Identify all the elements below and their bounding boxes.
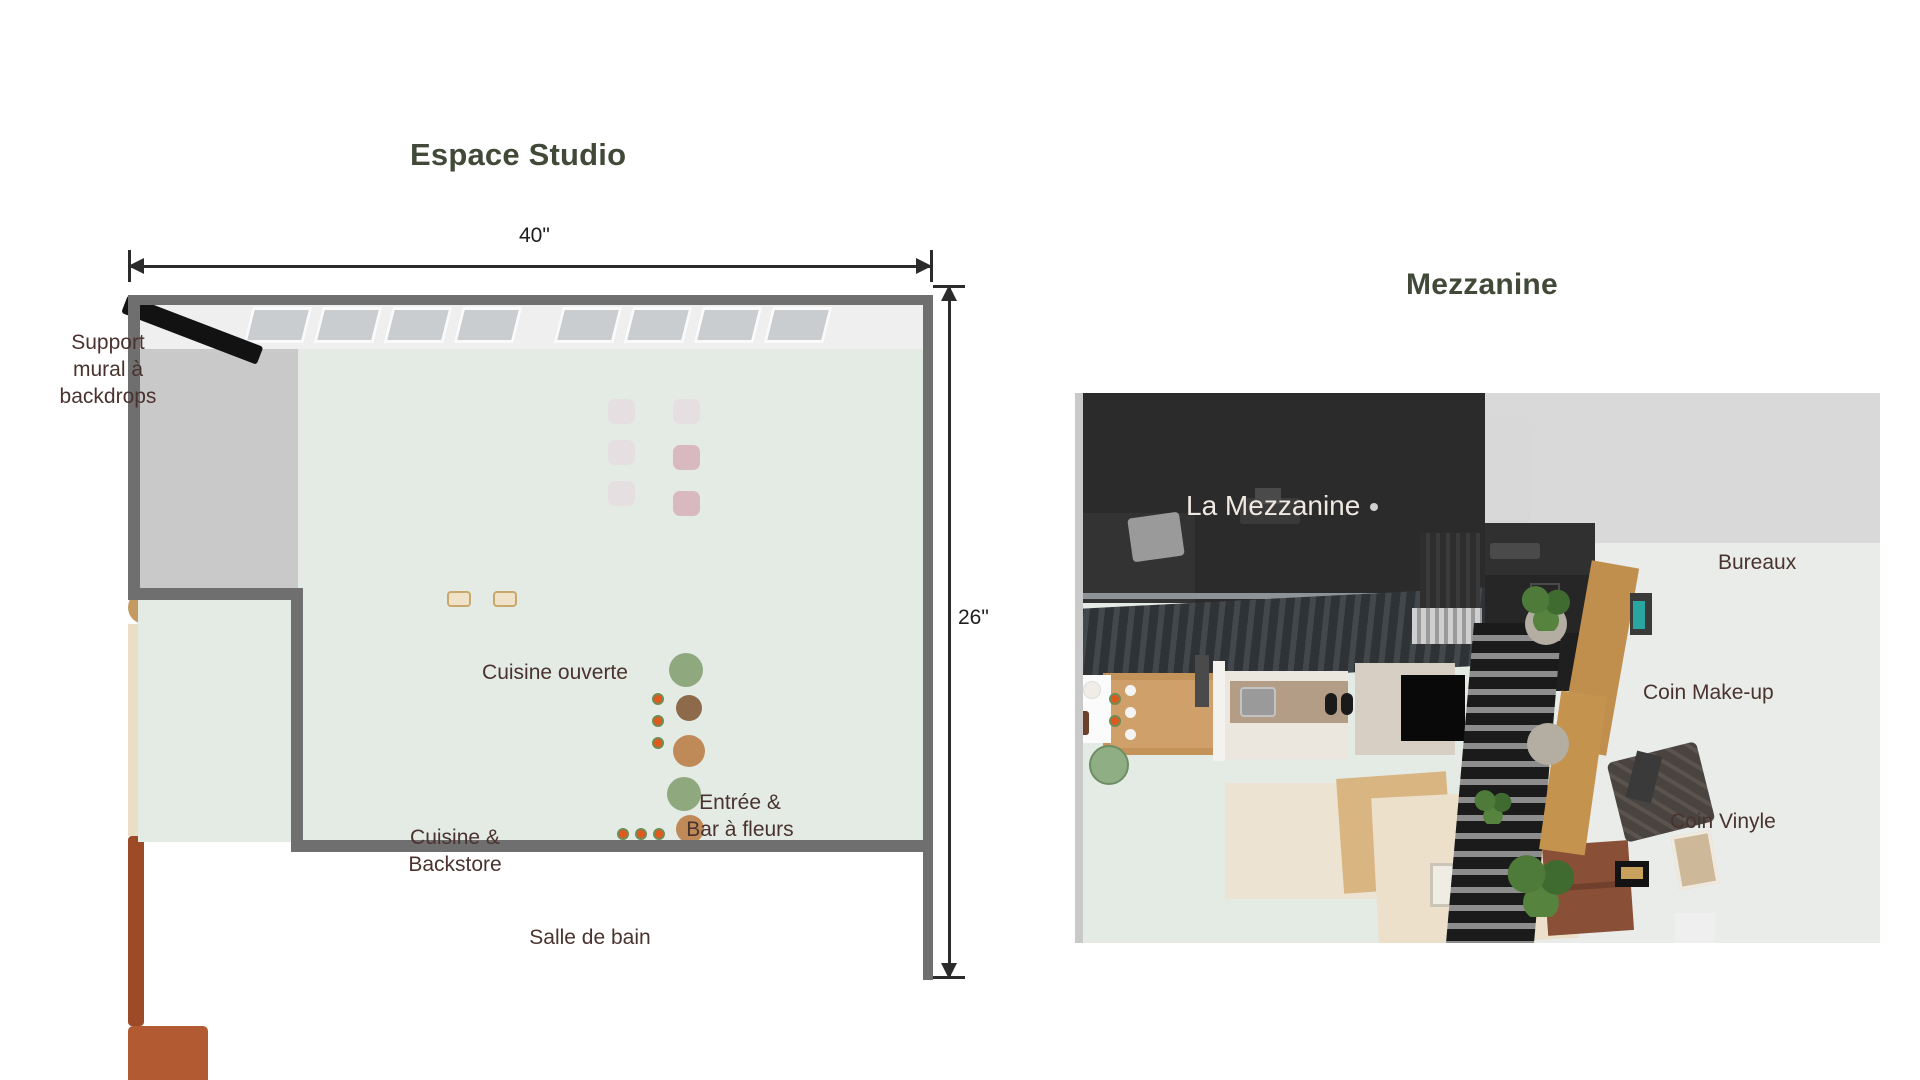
staircase-railing — [1412, 608, 1482, 644]
skylight — [383, 307, 453, 343]
flower-icon — [652, 693, 664, 705]
bottle-icon — [1078, 711, 1089, 735]
studio-floor-plan — [121, 295, 933, 1080]
flower-icon — [652, 737, 664, 749]
studio-left-grey-floor — [138, 305, 298, 593]
makeup-chair — [1527, 723, 1569, 765]
dining-chair — [608, 440, 635, 465]
label-salle-de-bain: Salle de bain — [529, 926, 651, 949]
sectional-sofa — [128, 1026, 208, 1080]
width-arrow-right-icon — [916, 258, 932, 274]
studio-title: Espace Studio — [410, 137, 627, 172]
sofa-backrest — [128, 836, 144, 1026]
mezzanine-lounge-chair — [1127, 511, 1185, 563]
height-arrow-top-icon — [941, 285, 957, 301]
skylight — [623, 307, 693, 343]
plant-pot — [667, 777, 701, 811]
studio-wall-top — [128, 295, 933, 305]
height-dimension-line — [948, 285, 951, 979]
giggster-watermark: giggster — [1725, 1005, 1892, 1054]
kitchen-sink — [1240, 687, 1276, 717]
mezzanine-railing-edge — [1075, 593, 1495, 599]
plant-pot — [676, 815, 704, 843]
decor-ball — [1125, 685, 1136, 696]
flower-icon — [635, 828, 647, 840]
width-dimension-line — [128, 265, 933, 268]
mezzanine-title: Mezzanine — [1406, 268, 1558, 301]
label-coin-make-up: Coin Make-up — [1643, 681, 1774, 704]
plant-pot — [673, 735, 705, 767]
flower-icon — [617, 828, 629, 840]
dining-chair — [673, 399, 700, 424]
black-fixture — [1325, 693, 1337, 715]
keyboard — [1490, 543, 1540, 559]
mezzanine-kitchen-dark-panel — [1195, 655, 1209, 707]
record-player-detail — [1621, 867, 1643, 879]
dining-chair — [608, 399, 635, 424]
plant-pot — [676, 695, 702, 721]
black-fixture — [1341, 693, 1353, 715]
width-arrow-left-icon — [128, 258, 144, 274]
mezzanine-kitchen-wall — [1213, 661, 1225, 761]
label-entree-bar-a-fleurs: Entrée & Bar à fleurs — [686, 791, 794, 841]
mezzanine-floor-plan — [1075, 393, 1880, 943]
dining-chair — [608, 481, 635, 506]
flower-icon — [653, 828, 665, 840]
studio-wall-right — [923, 295, 933, 980]
flower-icon — [652, 715, 664, 727]
flower-icon — [1109, 715, 1121, 727]
vinyl-side-table — [1675, 913, 1715, 943]
mezzanine-desk-accessory — [1255, 488, 1281, 504]
skylight — [313, 307, 383, 343]
studio-wall-bottom — [291, 840, 933, 852]
height-tick-top — [933, 285, 965, 288]
flower-icon — [1109, 693, 1121, 705]
skylight — [763, 307, 833, 343]
label-bureaux: Bureaux — [1718, 551, 1797, 574]
mezzanine-slatted-cabinet — [1420, 533, 1480, 613]
plate-icon — [1083, 681, 1101, 699]
height-arrow-bottom-icon — [941, 963, 957, 979]
dining-chair — [673, 445, 700, 470]
width-tick-left — [128, 250, 131, 282]
height-tick-bottom — [933, 976, 965, 979]
plant-icon — [1520, 583, 1572, 631]
skylight — [243, 307, 313, 343]
label-support-mural-backdrops: Support mural à backdrops — [59, 331, 157, 408]
mezzanine-left-edge — [1075, 393, 1083, 943]
skylight — [693, 307, 763, 343]
decor-ball — [1125, 729, 1136, 740]
dining-chair — [673, 491, 700, 516]
studio-wall-mid-horizontal — [128, 588, 303, 600]
plant-icon — [1505, 851, 1577, 917]
decor-ball — [1125, 707, 1136, 718]
skylight — [453, 307, 523, 343]
mezzanine-light-spot — [1370, 503, 1378, 511]
width-tick-right — [930, 250, 933, 282]
bar-stool — [493, 591, 517, 607]
label-cuisine-backstore: Cuisine & Backstore — [408, 826, 502, 876]
studio-height-dimension-label: 26" — [958, 606, 989, 629]
plant-icon — [1473, 788, 1513, 824]
plant-pot — [669, 653, 703, 687]
studio-width-dimension-label: 40" — [519, 224, 550, 247]
label-cuisine-ouverte: Cuisine ouverte — [482, 661, 628, 684]
bar-stool — [447, 591, 471, 607]
green-bowl-decor — [1089, 745, 1129, 785]
studio-wall-left-upper — [128, 295, 140, 598]
label-la-mezzanine: La Mezzanine — [1186, 490, 1361, 521]
skylight — [553, 307, 623, 343]
studio-wall-left-lower — [291, 588, 303, 850]
label-coin-vinyle: Coin Vinyle — [1670, 810, 1776, 833]
mezzanine-black-panel — [1401, 675, 1465, 741]
monitor-screen — [1633, 601, 1645, 629]
